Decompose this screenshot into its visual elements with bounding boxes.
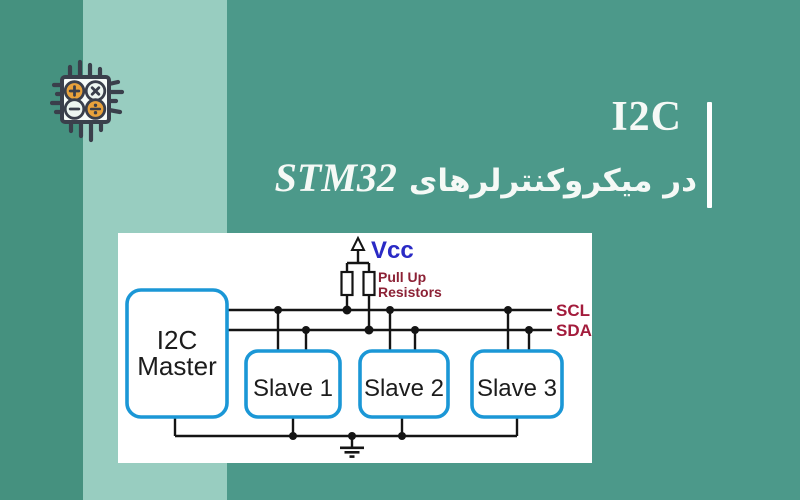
minus-operator-icon: [63, 98, 86, 120]
slave2-box: [358, 349, 450, 419]
title-block: I2C در میکروکنترلرهای STM32: [275, 96, 697, 201]
vcc-arrow-icon: [350, 235, 366, 251]
sda-label: SDA: [556, 321, 592, 340]
multiply-operator-icon: [84, 80, 107, 102]
chip-math-icon: [50, 59, 125, 143]
bus-wires: [227, 308, 552, 351]
master-label-line2: Master: [137, 351, 217, 381]
junction-dots: [274, 305, 533, 440]
pullup-network: [340, 235, 376, 330]
vcc-label: Vcc: [371, 237, 414, 264]
divide-operator-icon: [84, 98, 107, 120]
ground-symbol-icon: [340, 446, 364, 458]
master-label-line1: I2C: [157, 325, 197, 355]
pullup-resistor-sda: [362, 270, 376, 297]
slave3-box: [470, 349, 564, 419]
slave1-box: [244, 349, 342, 419]
title-accent-bar: [707, 102, 712, 208]
pullup-label-line1: Pull Up: [378, 269, 426, 285]
page-subtitle: در میکروکنترلرهای STM32: [275, 154, 697, 201]
page-title: I2C: [611, 94, 682, 140]
i2c-diagram: I2C Master Slave 1 Slave 2 Slave 3 Vcc P…: [125, 235, 592, 458]
slave2-label: Slave 2: [364, 375, 444, 402]
master-box: [125, 288, 229, 419]
slave1-label: Slave 1: [253, 375, 333, 402]
pullup-label-line2: Resistors: [378, 284, 442, 300]
ground-bus: [173, 417, 519, 458]
pullup-resistor-scl: [340, 270, 354, 297]
i2c-diagram-panel: I2C Master Slave 1 Slave 2 Slave 3 Vcc P…: [118, 233, 592, 463]
scl-label: SCL: [556, 301, 590, 320]
plus-operator-icon: [63, 80, 86, 102]
slave3-label: Slave 3: [477, 375, 557, 402]
subtitle-stm32-text: STM32: [274, 155, 397, 200]
subtitle-persian-text: در میکروکنترلرهای: [408, 163, 697, 199]
